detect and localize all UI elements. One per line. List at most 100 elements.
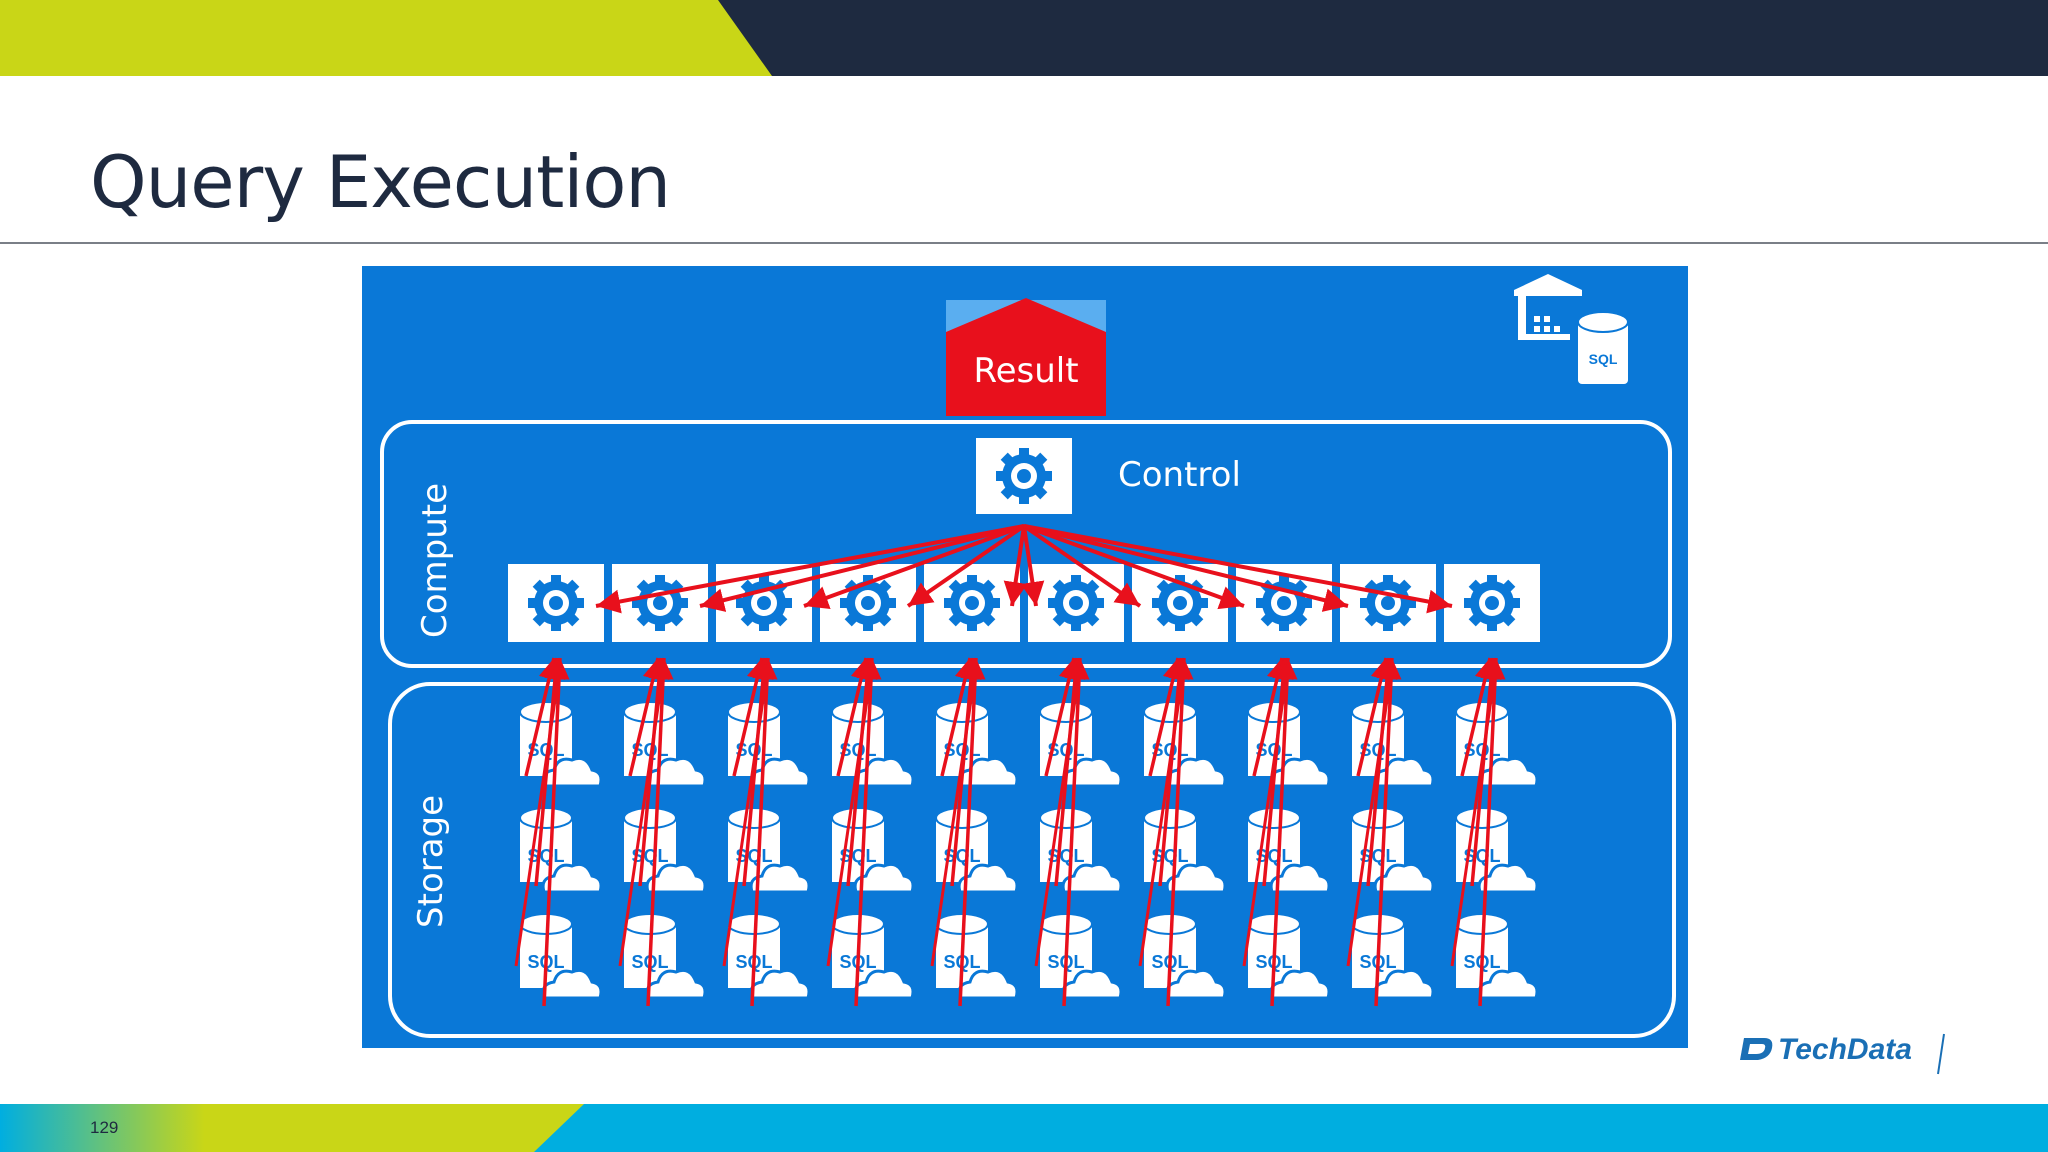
compute-node bbox=[1444, 564, 1540, 642]
arrow-compute-to-storage bbox=[1450, 665, 1498, 967]
data-warehouse-icon bbox=[1514, 274, 1582, 340]
arrow-storage-to-compute bbox=[1158, 657, 1190, 887]
cloud-icon bbox=[1061, 862, 1123, 894]
cloud-icon bbox=[1165, 862, 1227, 894]
sql-database: SQL bbox=[519, 807, 603, 894]
arrow-storage-to-compute bbox=[958, 657, 986, 1007]
control-node bbox=[976, 438, 1072, 514]
compute-node bbox=[820, 564, 916, 642]
sql-database: SQL bbox=[1039, 701, 1123, 788]
arrow-compute-to-storage bbox=[1346, 665, 1394, 967]
compute-region bbox=[380, 420, 1672, 668]
slide-title: Query Execution bbox=[90, 140, 671, 224]
sql-database: SQL bbox=[1351, 807, 1435, 894]
page-number: 129 bbox=[90, 1118, 119, 1137]
cloud-icon bbox=[1061, 968, 1123, 1000]
logo-text: TechData bbox=[1778, 1033, 1912, 1066]
arrow-compute-to-storage bbox=[1138, 665, 1186, 967]
arrow-storage-to-compute bbox=[750, 657, 778, 1007]
arrow-storage-to-compute bbox=[1374, 657, 1402, 1007]
compute-node bbox=[612, 564, 708, 642]
cloud-icon bbox=[1373, 968, 1435, 1000]
cloud-icon bbox=[1269, 968, 1331, 1000]
arrow-storage-to-compute bbox=[542, 657, 570, 1007]
arrow-compute-to-storage bbox=[1034, 665, 1082, 967]
cloud-icon bbox=[1477, 968, 1539, 1000]
data-movement-arrows bbox=[514, 524, 1506, 1007]
bottom-banner bbox=[0, 1104, 2048, 1152]
control-label: Control bbox=[1118, 455, 1241, 495]
storage-region bbox=[388, 682, 1676, 1038]
compute-node bbox=[924, 564, 1020, 642]
arrow-control-to-compute bbox=[1023, 524, 1245, 610]
arrow-storage-to-compute bbox=[1054, 657, 1086, 887]
compute-node bbox=[716, 564, 812, 642]
arrow-compute-to-storage bbox=[1242, 665, 1290, 967]
cloud-icon bbox=[957, 862, 1019, 894]
cloud-icon bbox=[853, 862, 915, 894]
sql-database-icon: SQL bbox=[1577, 311, 1629, 384]
arrow-compute-to-storage bbox=[618, 665, 666, 967]
compute-node bbox=[1028, 564, 1124, 642]
arrow-storage-to-compute bbox=[1366, 657, 1398, 887]
arrow-storage-to-compute bbox=[854, 657, 882, 1007]
cloud-icon bbox=[1373, 862, 1435, 894]
sql-database: SQL bbox=[1247, 701, 1331, 788]
techdata-logo: TechData bbox=[1740, 1033, 1945, 1075]
arrow-control-to-compute bbox=[1023, 524, 1453, 614]
arrow-storage-to-compute bbox=[1270, 657, 1298, 1007]
arrow-control-to-compute bbox=[1022, 524, 1142, 608]
title-divider bbox=[0, 242, 2048, 244]
arrow-compute-to-storage bbox=[826, 665, 874, 967]
cloud-icon bbox=[1269, 862, 1331, 894]
arrow-control-to-compute bbox=[699, 524, 1025, 612]
compute-label: Compute bbox=[415, 483, 455, 638]
storage-label: Storage bbox=[411, 795, 451, 928]
arrow-control-to-compute bbox=[595, 524, 1025, 614]
cloud-icon bbox=[1165, 968, 1227, 1000]
arrow-compute-to-storage bbox=[930, 665, 978, 967]
cloud-icon bbox=[1477, 862, 1539, 894]
cloud-icon bbox=[957, 968, 1019, 1000]
compute-node bbox=[1340, 564, 1436, 642]
cloud-icon bbox=[645, 968, 707, 1000]
arrow-storage-to-compute bbox=[1262, 657, 1294, 887]
arrow-storage-to-compute bbox=[846, 657, 878, 887]
result-label: Result bbox=[973, 351, 1078, 391]
sql-icon-label: SQL bbox=[1589, 351, 1618, 367]
arrow-control-to-compute bbox=[1023, 524, 1349, 612]
sql-database: SQL bbox=[623, 807, 707, 894]
cloud-icon bbox=[853, 968, 915, 1000]
sql-database: SQL bbox=[1455, 807, 1539, 894]
arrow-storage-to-compute bbox=[1062, 657, 1090, 1007]
top-banner bbox=[0, 0, 2048, 76]
arrow-storage-to-compute bbox=[1166, 657, 1194, 1007]
logo-slash bbox=[1937, 1033, 1945, 1075]
arrow-storage-to-compute bbox=[534, 657, 566, 887]
cloud-icon bbox=[541, 968, 603, 1000]
arrow-control-to-compute bbox=[1003, 525, 1028, 607]
arrow-control-to-compute bbox=[803, 524, 1025, 610]
cloud-icon bbox=[749, 862, 811, 894]
arrow-storage-to-compute bbox=[1478, 657, 1506, 1007]
arrow-control-to-compute bbox=[906, 524, 1026, 608]
arrow-storage-to-compute bbox=[950, 657, 982, 887]
arrow-storage-to-compute bbox=[638, 657, 670, 887]
compute-nodes bbox=[508, 564, 1540, 642]
compute-node bbox=[1236, 564, 1332, 642]
result-box: Result bbox=[946, 298, 1106, 416]
arrow-compute-to-storage bbox=[722, 665, 770, 967]
compute-node bbox=[1132, 564, 1228, 642]
cloud-icon bbox=[749, 968, 811, 1000]
cloud-icon bbox=[645, 862, 707, 894]
cloud-icon bbox=[541, 862, 603, 894]
arrow-control-to-compute bbox=[1020, 525, 1045, 607]
arrow-storage-to-compute bbox=[742, 657, 774, 887]
compute-node bbox=[508, 564, 604, 642]
sql-database: SQL bbox=[1143, 807, 1227, 894]
arrow-storage-to-compute bbox=[646, 657, 674, 1007]
arrow-compute-to-storage bbox=[514, 665, 562, 967]
techdata-mark-icon bbox=[1740, 1038, 1773, 1060]
arrow-storage-to-compute bbox=[1470, 657, 1502, 887]
